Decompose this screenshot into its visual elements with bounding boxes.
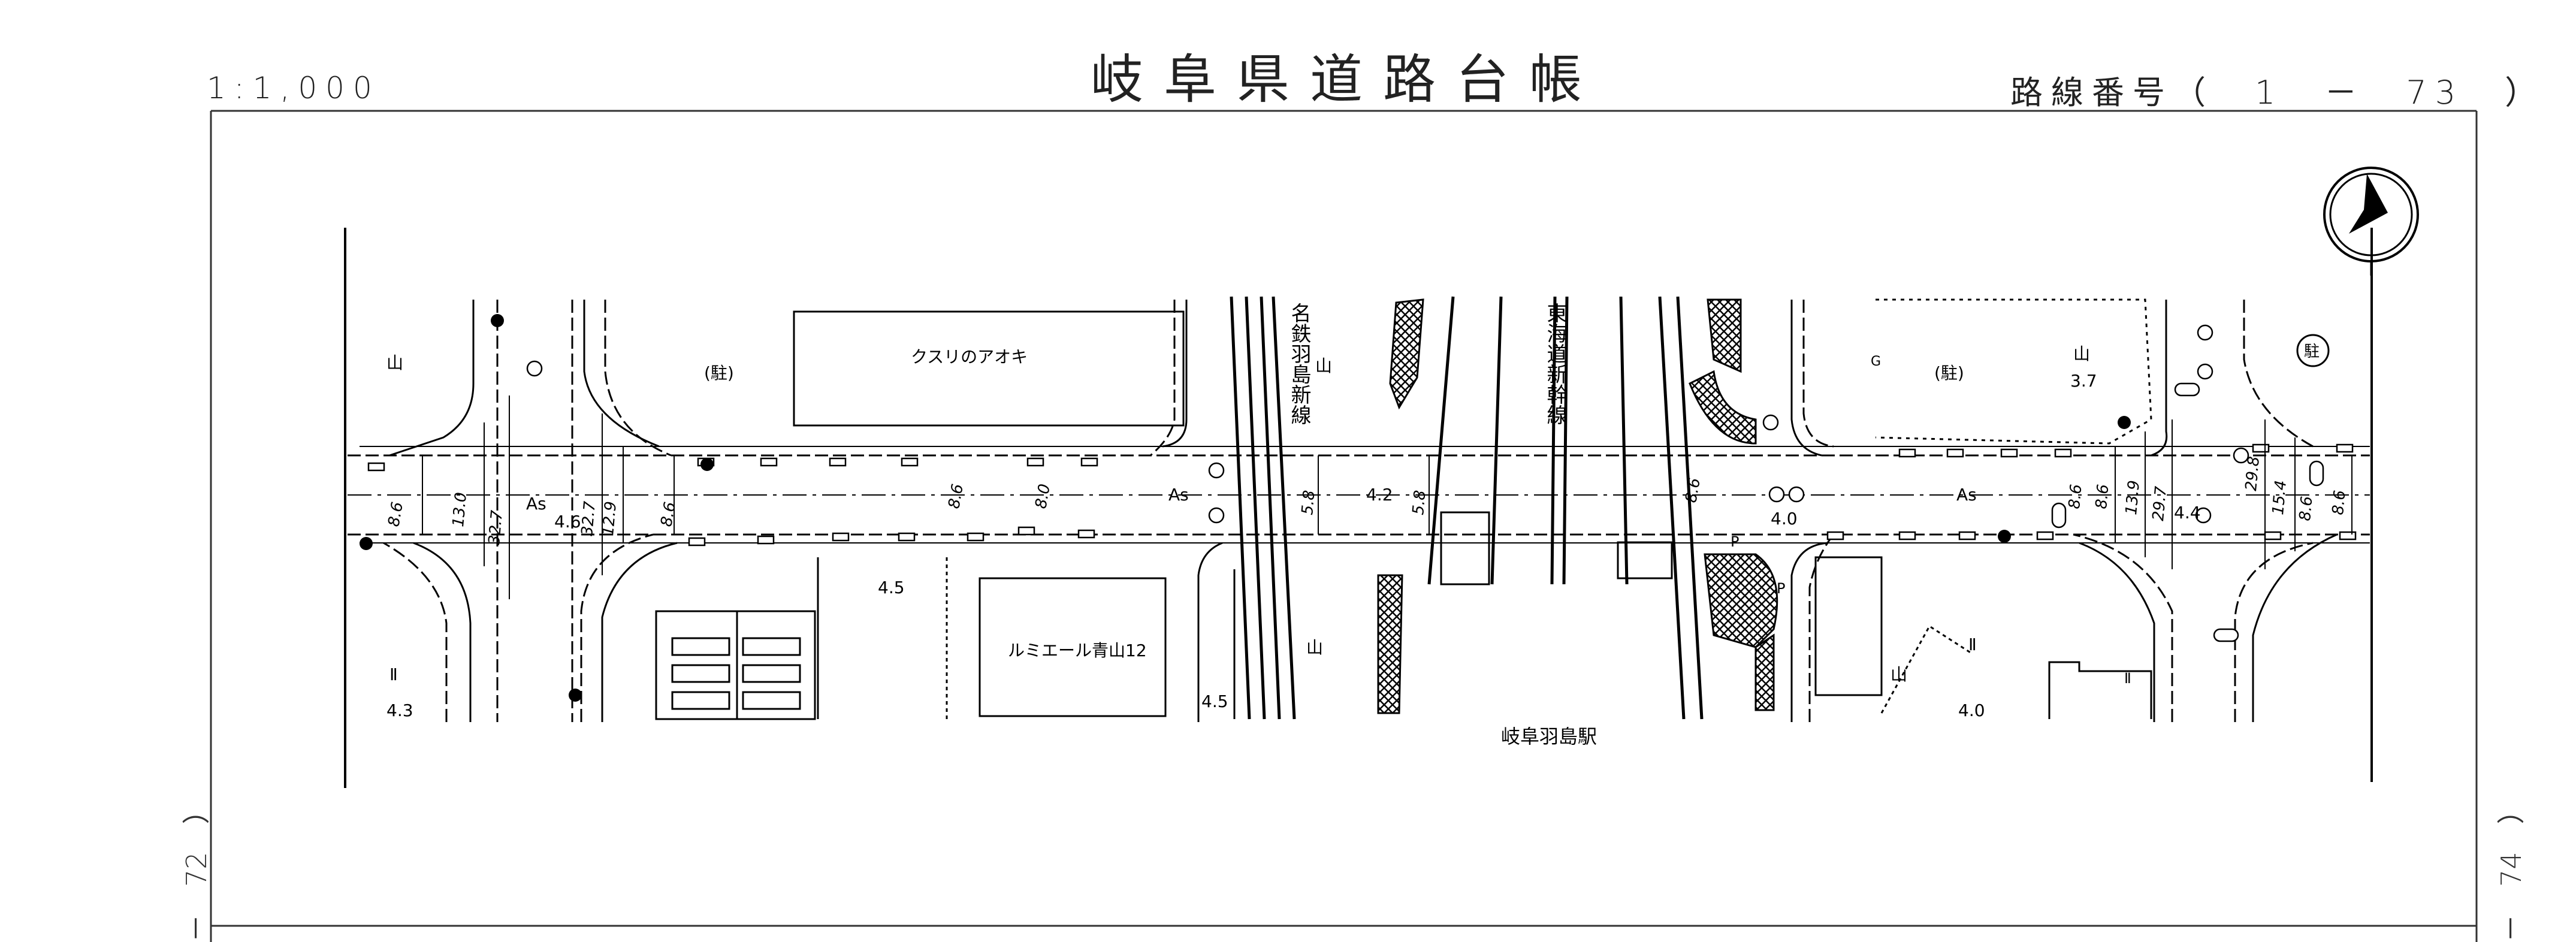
- north-arrow-icon: [2323, 167, 2419, 276]
- road-marks: [367, 382, 2357, 642]
- railway-tokaido: 東海道新幹線: [1543, 303, 1567, 425]
- pavement-as-1: As: [526, 494, 546, 514]
- elev-8: 4.0: [1958, 701, 1985, 720]
- label-roman-2: Ⅱ: [1968, 635, 1977, 654]
- width-19: 8.6: [2329, 490, 2349, 516]
- building-lumiere: ルミエール青山12: [1008, 641, 1147, 660]
- scale-label: 1:1,000: [207, 71, 380, 105]
- label-p1: P: [1731, 533, 1739, 550]
- pavement-as-2: As: [1168, 485, 1189, 505]
- road-widths: 8.6 13.0 32.7 32.7 12.9 8.6 8.6 8.0 5.8 …: [385, 455, 2349, 545]
- width-6: 8.6: [657, 500, 680, 528]
- width-1: 8.6: [385, 500, 407, 528]
- poles: [360, 314, 2131, 702]
- width-9: 5.8: [1298, 490, 1318, 516]
- width-2: 13.0: [449, 491, 470, 527]
- map-frame: [344, 228, 2373, 788]
- elev-7: 4.3: [386, 701, 413, 720]
- width-3: 32.7: [485, 509, 506, 546]
- elev-5: 4.5: [878, 578, 905, 597]
- hatched-areas: [1377, 298, 1778, 714]
- width-14: 13.9: [2122, 479, 2143, 515]
- label-p2: P: [1777, 580, 1785, 597]
- station-label: 岐阜羽島駅: [1501, 725, 1597, 748]
- width-17: 15.4: [2269, 479, 2290, 515]
- railway-labels: 名鉄羽島新線 東海道新幹線: [1287, 303, 1567, 425]
- label-mountain-2: 山: [2073, 344, 2090, 364]
- label-g: G: [1871, 354, 1881, 369]
- label-mountain-3: 山: [1306, 638, 1323, 657]
- label-roman-3: Ⅱ: [2124, 670, 2131, 687]
- signs: [526, 324, 2249, 524]
- railway-lines: [1230, 296, 1704, 720]
- parking-circle-label: 駐: [2304, 343, 2320, 361]
- width-4: 32.7: [578, 500, 599, 537]
- parking-label-1: (駐): [704, 363, 734, 383]
- width-13: 8.6: [2092, 484, 2112, 510]
- label-mountain-5: 山: [386, 353, 403, 373]
- width-18: 8.6: [2296, 496, 2316, 522]
- label-mountain-4: 山: [1891, 665, 1907, 684]
- label-mountain-1: 山: [1315, 356, 1332, 376]
- railway-meitetsu: 名鉄羽島新線: [1287, 303, 1311, 425]
- parking-label-2: (駐): [1934, 363, 1964, 383]
- label-roman-1: Ⅱ: [389, 665, 398, 684]
- elev-9: 3.7: [2070, 371, 2097, 391]
- elev-4: 4.4: [2174, 503, 2201, 523]
- elev-3: 4.0: [1771, 509, 1798, 529]
- buildings: [655, 298, 2152, 720]
- width-16: 29.8: [2242, 455, 2263, 491]
- elev-1: 4.6: [554, 512, 581, 532]
- width-8: 8.0: [1032, 482, 1054, 510]
- width-15: 29.7: [2149, 485, 2170, 522]
- elev-6: 4.5: [1201, 692, 1228, 711]
- elev-2: 4.2: [1366, 485, 1393, 505]
- page-title: 岐阜県道路台帳: [1091, 49, 1603, 110]
- width-7: 8.6: [945, 482, 967, 510]
- pavement-as-3: As: [1956, 485, 1977, 505]
- route-number: 路線番号（ 1 － 73 ）: [2010, 74, 2546, 111]
- dimension-lines: [422, 395, 2352, 599]
- sheet-border: [210, 110, 2478, 942]
- map-labels: クスリのアオキ ルミエール青山12 岐阜羽島駅 (駐) (駐) 駐 As As …: [386, 343, 2320, 748]
- parking-circle-icon: [2296, 334, 2330, 367]
- width-11: 8.6: [1682, 476, 1704, 504]
- width-12: 8.6: [2065, 484, 2085, 510]
- width-10: 5.8: [1409, 490, 1429, 516]
- building-kusuri: クスリのアオキ: [911, 347, 1028, 367]
